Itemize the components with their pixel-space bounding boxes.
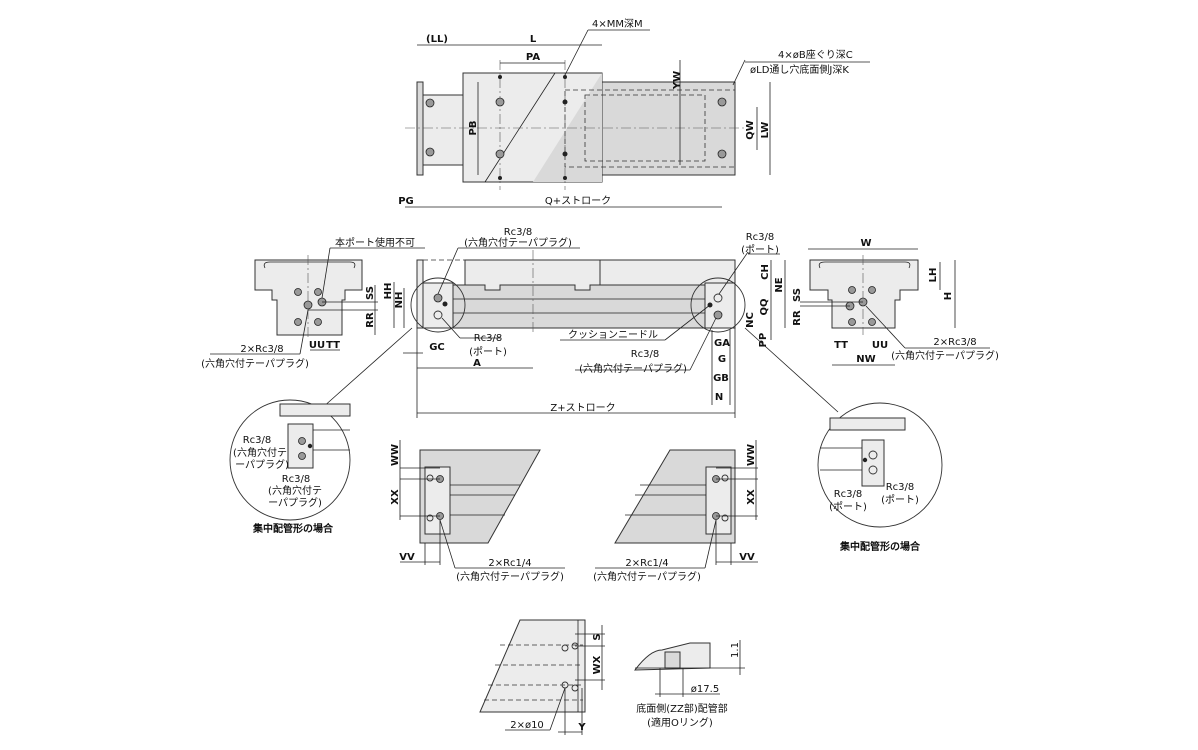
label-rc38-b-right: Rc3/8: [886, 482, 915, 493]
dim-s: S: [592, 633, 603, 640]
dim-ga: GA: [714, 338, 730, 349]
dim-a: A: [473, 358, 481, 369]
label-plug-b1: (六角穴付テ: [268, 484, 322, 497]
dim-xx-right: XX: [746, 489, 757, 505]
dim-yw: YW: [672, 71, 683, 90]
dim-pg: PG: [398, 196, 414, 207]
dim-l: L: [530, 34, 537, 45]
dim-tt-right: TT: [834, 340, 848, 351]
label-plug-type-right: (六角穴付テーパプラグ): [891, 349, 999, 362]
label-rc38-b: Rc3/8: [282, 474, 311, 485]
label-holes: 2×ø10: [510, 720, 544, 731]
detail-right: Rc3/8 (ポート) Rc3/8 (ポート) 集中配管形の場合: [744, 327, 943, 553]
dim-rr-right: RR: [792, 310, 803, 326]
dim-nh: NH: [394, 292, 405, 309]
bottom-left-view: WW XX VV 2×Rc1/4 (六角穴付テーパプラグ): [390, 440, 565, 583]
side-view: Rc3/8 (六角穴付テーパプラグ) HH NH GC Rc3/8 (ポート) …: [383, 227, 786, 418]
dim-uu-right: UU: [872, 340, 888, 351]
dim-ww-right: WW: [746, 444, 757, 466]
right-end-view: W LH H SS RR TT UU NW 2×Rc3/8 (六角穴付テーパプラ…: [792, 238, 999, 366]
label-rc14-right: 2×Rc1/4: [625, 558, 668, 569]
dim-g: G: [718, 354, 726, 365]
dim-lw: LW: [760, 122, 771, 139]
dim-q-stroke: Q+ストローク: [545, 195, 611, 207]
label-mm-thread: 4×MM深M: [592, 18, 643, 30]
caption-o-ring: (適用Oリング): [647, 716, 713, 729]
end-profile: [254, 259, 363, 336]
top-view: (LL) L PA 4×MM深M YW 4×øB座ぐり深C øLD通し穴底面側J…: [398, 18, 870, 208]
label-plug-top: (六角穴付テーパプラグ): [464, 236, 572, 249]
dim-gb: GB: [713, 373, 729, 384]
dim-y: Y: [577, 722, 586, 733]
left-end-view: 本ポート使用不可 SS RR UU TT 2×Rc3/8 (六角穴付テーパプラグ…: [201, 236, 425, 370]
dim-tt-left: TT: [326, 340, 340, 351]
dim-pp: PP: [758, 333, 769, 348]
zz-port-view: S WX Y 2×ø10 1.1 ø17.5 底面側(ZZ部)配管部 (適用Oリ…: [479, 619, 745, 735]
label-port-unusable: 本ポート使用不可: [335, 236, 415, 249]
dim-ll: (LL): [426, 34, 448, 45]
label-plug-type-left: (六角穴付テーパプラグ): [201, 357, 309, 370]
label-rc38-port-right: Rc3/8: [746, 232, 775, 243]
dim-lh: LH: [928, 268, 939, 283]
bottom-right-view: WW XX VV 2×Rc1/4 (六角穴付テーパプラグ): [593, 440, 758, 583]
label-rc38-top: Rc3/8: [504, 227, 533, 238]
dim-gc: GC: [429, 342, 445, 353]
dim-ww-left: WW: [390, 444, 401, 466]
label-port-left: (ポート): [469, 346, 507, 358]
label-plug-count-left: 2×Rc3/8: [240, 344, 283, 355]
dim-o-ring-diameter: ø17.5: [691, 684, 719, 695]
dim-qq: QQ: [759, 298, 770, 315]
dim-rr-left: RR: [365, 312, 376, 328]
end-flange: [416, 81, 424, 176]
caption-detail-left: 集中配管形の場合: [252, 522, 334, 535]
label-plug-b2: ーパプラグ): [268, 496, 322, 509]
detail-left: Rc3/8 (六角穴付テ ーパプラグ) Rc3/8 (六角穴付テ ーパプラグ) …: [229, 327, 413, 535]
dim-nc: NC: [745, 312, 756, 328]
dim-vv-right: VV: [739, 552, 755, 563]
cylinder-body-side: [422, 284, 736, 329]
dim-z-stroke: Z+ストローク: [550, 402, 615, 414]
dim-vv-left: VV: [399, 552, 415, 563]
dim-ch: CH: [760, 264, 771, 280]
dim-xx-left: XX: [390, 489, 401, 505]
slide-table-side: [464, 259, 601, 291]
dim-ss-left: SS: [365, 286, 376, 300]
label-through-hole: øLD通し穴底面側J深K: [750, 63, 849, 76]
label-plug-a1: (六角穴付テ: [233, 446, 287, 459]
dim-pb: PB: [468, 121, 479, 136]
caption-detail-right: 集中配管形の場合: [839, 540, 921, 553]
dim-qw: QW: [745, 120, 756, 140]
label-plug-type-bottom-left: (六角穴付テーパプラグ): [456, 570, 564, 583]
dim-wx: WX: [592, 655, 603, 674]
label-port-right: (ポート): [741, 244, 779, 256]
dim-depth: 1.1: [730, 642, 741, 658]
label-rc38-a-right: Rc3/8: [834, 489, 863, 500]
label-plug-count-right: 2×Rc3/8: [933, 337, 976, 348]
dim-ss-right: SS: [792, 288, 803, 302]
label-plug-a2: ーパプラグ): [235, 458, 289, 471]
dim-pa: PA: [526, 52, 540, 63]
label-rc14-left: 2×Rc1/4: [488, 558, 531, 569]
caption-zz-port: 底面側(ZZ部)配管部: [636, 702, 728, 715]
mounting-holes: [425, 75, 727, 180]
label-counterbore: 4×øB座ぐり深C: [778, 48, 853, 61]
label-port-a-right: (ポート): [829, 501, 867, 513]
label-rc38-plug-right: Rc3/8: [631, 349, 660, 360]
dim-uu-left: UU: [309, 340, 325, 351]
label-rc38-a: Rc3/8: [243, 435, 272, 446]
label-plug-type-bottom-right: (六角穴付テーパプラグ): [593, 570, 701, 583]
label-rc38-port-left: Rc3/8: [474, 333, 503, 344]
label-plug-right: (六角穴付テーパプラグ): [579, 362, 687, 375]
label-cushion-needle: クッションニードル: [568, 329, 658, 341]
dim-ne: NE: [774, 277, 785, 292]
dim-nw: NW: [856, 354, 875, 365]
dim-hh: HH: [383, 283, 394, 300]
label-port-b-right: (ポート): [881, 494, 919, 506]
dim-n: N: [715, 392, 723, 403]
dim-w: W: [860, 238, 871, 249]
dim-h: H: [943, 292, 954, 300]
